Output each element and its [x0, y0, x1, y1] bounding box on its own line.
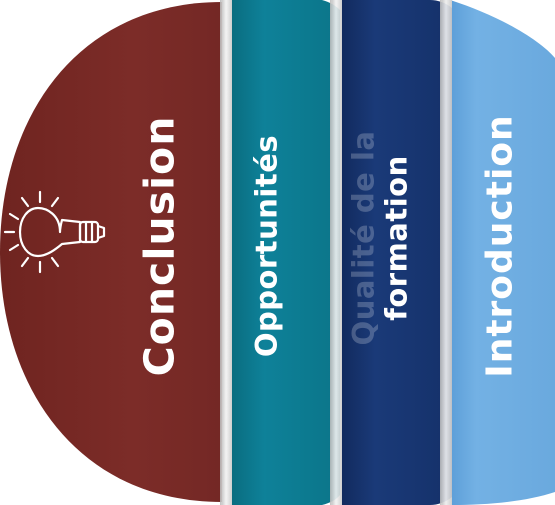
conclusion-shape — [0, 2, 222, 502]
lightbulb-icon — [3, 190, 106, 274]
qualite-shape — [342, 0, 452, 505]
conclusion-label: Conclusion — [135, 115, 184, 377]
introduction-label: Introduction — [479, 114, 521, 378]
qualite-label: Qualité de la formation — [346, 130, 415, 346]
qualite-label-line1: Qualité de la — [346, 130, 381, 346]
panel-conclusion — [0, 0, 232, 505]
panel-introduction — [442, 0, 555, 505]
introduction-shape — [450, 0, 555, 505]
qualite-label-line2: formation — [380, 155, 414, 321]
opportunites-shape — [232, 0, 340, 505]
opportunites-label: Opportunités — [249, 134, 284, 358]
